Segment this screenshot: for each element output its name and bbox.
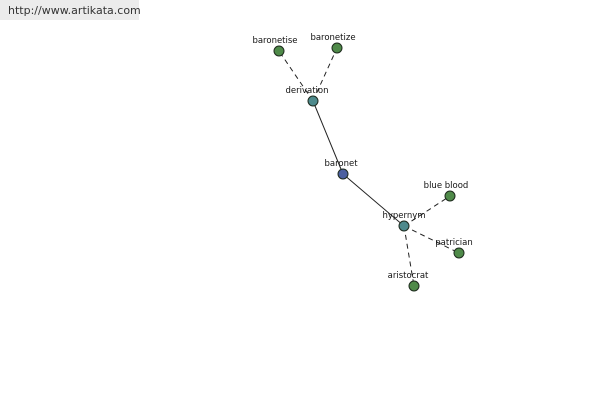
- node-baronetise[interactable]: [273, 45, 285, 57]
- edge-baronet-derivation: [312, 100, 344, 175]
- label-aristocrat: aristocrat: [388, 271, 429, 281]
- node-derivation[interactable]: [307, 95, 319, 107]
- node-patrician[interactable]: [453, 247, 465, 259]
- source-url-banner: http://www.artikata.com: [0, 0, 141, 20]
- node-hypernym[interactable]: [398, 220, 410, 232]
- edge-baronet-hypernym: [342, 173, 405, 227]
- edge-derivation-baronetise: [278, 50, 314, 102]
- label-baronetize: baronetize: [310, 33, 355, 43]
- edge-hypernym-blue-blood: [403, 195, 451, 227]
- node-baronetize[interactable]: [331, 42, 343, 54]
- node-blue-blood[interactable]: [444, 190, 456, 202]
- label-blue-blood: blue blood: [424, 181, 469, 191]
- source-url-text[interactable]: http://www.artikata.com: [8, 4, 141, 17]
- edge-hypernym-patrician: [403, 225, 460, 254]
- label-baronet: baronet: [324, 159, 358, 169]
- label-baronetise: baronetise: [252, 36, 297, 46]
- edge-derivation-baronetize: [312, 47, 338, 102]
- label-hypernym: hypernym: [382, 211, 425, 221]
- label-patrician: patrician: [435, 238, 472, 248]
- label-derivation: derivation: [285, 86, 328, 96]
- edge-hypernym-aristocrat: [403, 225, 415, 287]
- node-baronet[interactable]: [337, 168, 349, 180]
- node-aristocrat[interactable]: [408, 280, 420, 292]
